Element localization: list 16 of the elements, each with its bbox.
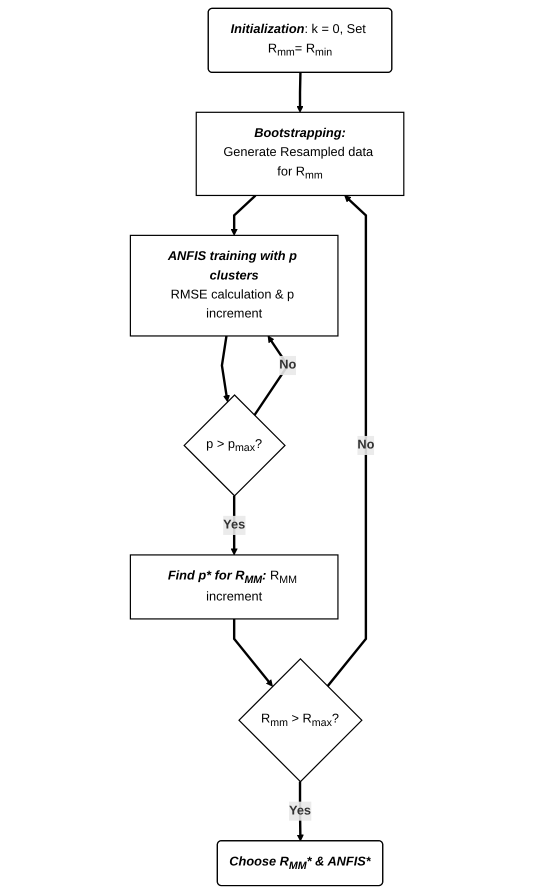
edge-label: No: [279, 358, 296, 372]
edge-label: Yes: [223, 518, 246, 532]
node-diamond: R$_{mm}$ > R$_{max}$?: [238, 658, 363, 783]
arrow: [230, 496, 238, 556]
edge-label: Yes: [288, 804, 311, 818]
node-diamond: p > p$_{max}$?: [183, 394, 286, 497]
arrow: [220, 336, 230, 402]
edge-label: No: [357, 438, 374, 452]
node-box: Find p* for R$_{MM}$: R$_{MM}$ increment: [130, 554, 338, 620]
arrow: [232, 618, 273, 687]
arrow: [296, 72, 304, 113]
node-box: Bootstrapping: Generate Resampled data for R$_{mm}$: [196, 112, 404, 196]
arrow: [326, 195, 367, 688]
arrow: [230, 194, 256, 236]
node-box: ANFIS training with p clusters RMSE calculation & p increment: [130, 234, 338, 337]
arrow: [296, 782, 304, 842]
